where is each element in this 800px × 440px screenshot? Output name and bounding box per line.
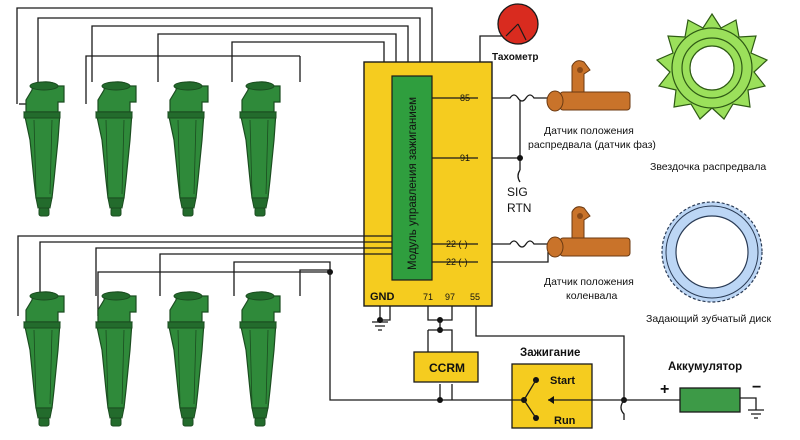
ignition-coil-2 [95,81,137,217]
pin-22-b: 22 (-) [446,257,468,267]
ignition-coil-6 [95,291,137,427]
battery-minus: − [752,379,761,396]
ignition-coil-1 [23,81,65,217]
pin-55: 55 [470,292,480,302]
tachometer-label: Тахометр [492,52,539,63]
pin-85: 85 [460,93,470,103]
cam-sensor-label-2: распредвала (датчик фаз) [528,139,656,151]
crank-sensor: Датчик положения коленвала [544,206,634,302]
coils-top [23,81,281,217]
ccrm-label: CCRM [429,361,465,375]
pin-91: 91 [460,153,470,163]
ignition-coil-7 [167,291,209,427]
trigger-disc-label: Задающий зубчатый диск [646,313,771,325]
battery-icon [679,387,741,413]
pin-gnd: GND [370,291,395,303]
ignition-coil-5 [23,291,65,427]
tachometer: Тахометр [492,3,539,63]
crank-sensor-label-1: Датчик положения [544,276,634,288]
wiring [16,7,764,420]
ignition-coil-3 [167,81,209,217]
pin-97: 97 [445,292,455,302]
cam-sprocket-label: Звездочка распредвала [650,161,766,173]
ignition-coil-4 [239,81,281,217]
sig-label: SIG [507,185,528,199]
pin-22-a: 22 (-) [446,239,468,249]
rtn-label: RTN [507,201,531,215]
ignition-module: Модуль управления зажиганием 85 91 22 (-… [363,61,493,307]
cam-sensor: Датчик положения распредвала (датчик фаз… [528,60,656,151]
ignition-coil-8 [239,291,281,427]
cam-sensor-label-1: Датчик положения [544,125,634,137]
ignition-label: Зажигание [520,347,580,359]
ccrm-relay: CCRM [413,351,479,383]
battery-label: Аккумулятор [668,361,742,373]
cam-sprocket: Звездочка распредвала [650,12,769,173]
start-label: Start [550,375,575,387]
run-label: Run [554,415,576,427]
module-label: Модуль управления зажиганием [407,97,419,270]
battery: Аккумулятор + − [660,361,761,413]
pin-71: 71 [423,292,433,302]
trigger-disc: Задающий зубчатый диск [646,201,771,325]
crank-sensor-label-2: коленвала [566,290,618,302]
module-label-strip [391,75,433,281]
coils-bottom [23,291,281,427]
ignition-switch: Зажигание Start Run [511,347,593,429]
battery-plus: + [660,381,669,398]
